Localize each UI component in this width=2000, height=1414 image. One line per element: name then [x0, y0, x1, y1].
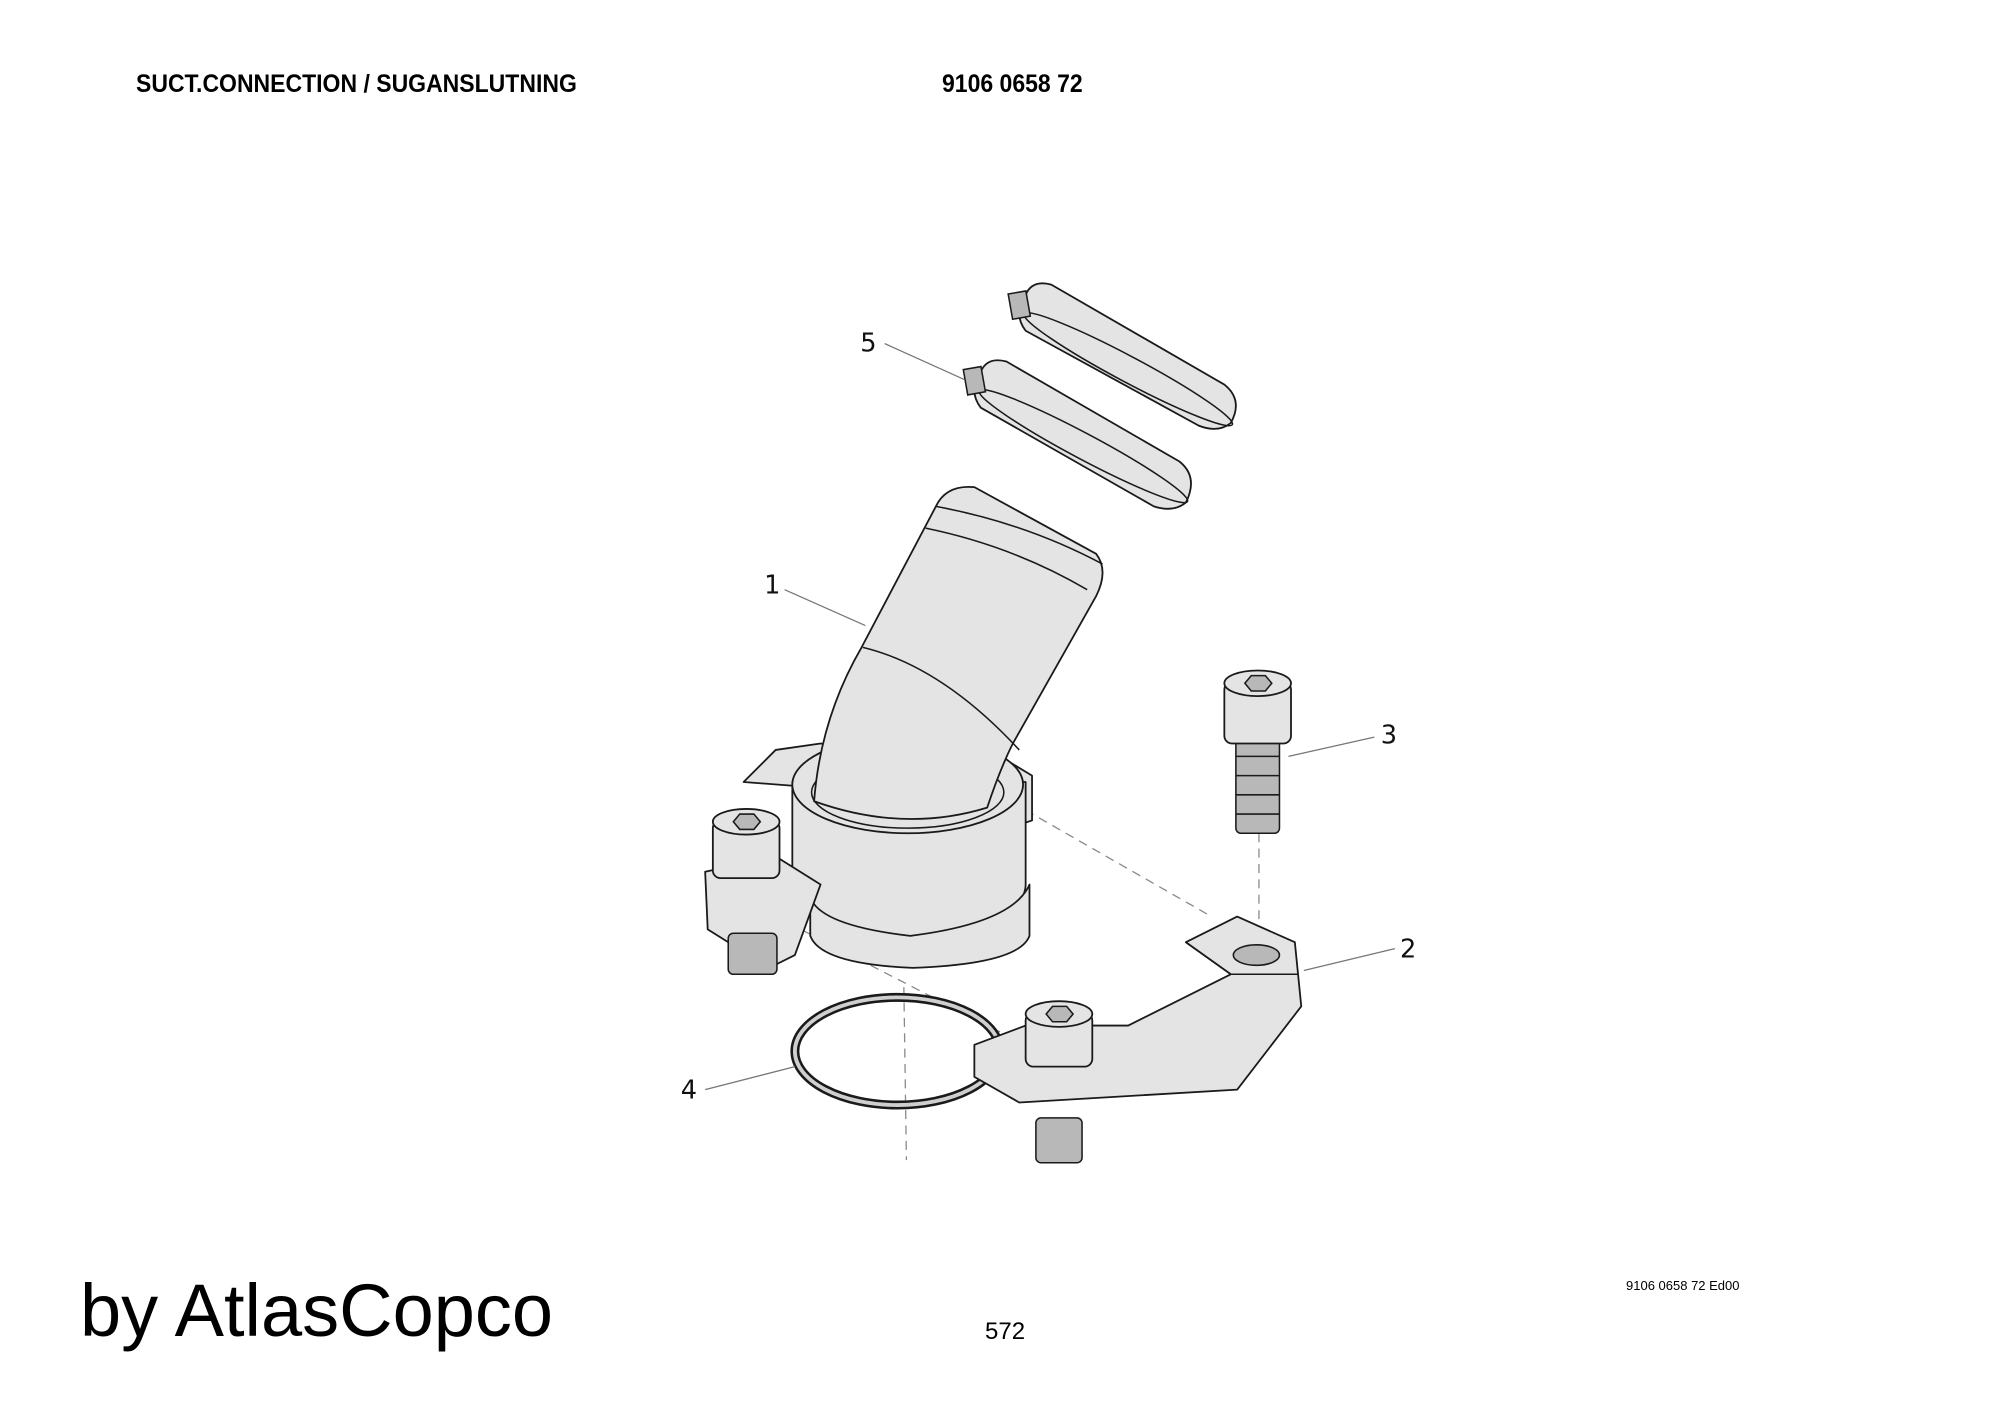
part-2-clamp-bracket [973, 915, 1303, 1164]
callout-5: 5 [860, 328, 876, 358]
callout-1: 1 [764, 571, 780, 601]
callouts: 5 1 3 2 4 [681, 328, 1416, 1105]
edition-label: 9106 0658 72 Ed00 [1626, 1278, 1740, 1293]
callout-4: 4 [681, 1076, 697, 1106]
part-4-o-ring [790, 992, 1005, 1110]
brand-footer: by AtlasCopco [80, 1269, 554, 1352]
part-number: 9106 0658 72 [942, 70, 1083, 98]
page-number: 572 [985, 1318, 1026, 1345]
flange-bolt [704, 808, 822, 976]
part-5-clamp-rings [962, 282, 1237, 510]
callout-2: 2 [1400, 935, 1416, 965]
part-3-cap-screw [1223, 669, 1292, 835]
page-title: SUCT.CONNECTION / SUGANSLUTNING [136, 70, 577, 98]
callout-3: 3 [1381, 721, 1397, 751]
part-1-suction-connection [742, 485, 1104, 969]
